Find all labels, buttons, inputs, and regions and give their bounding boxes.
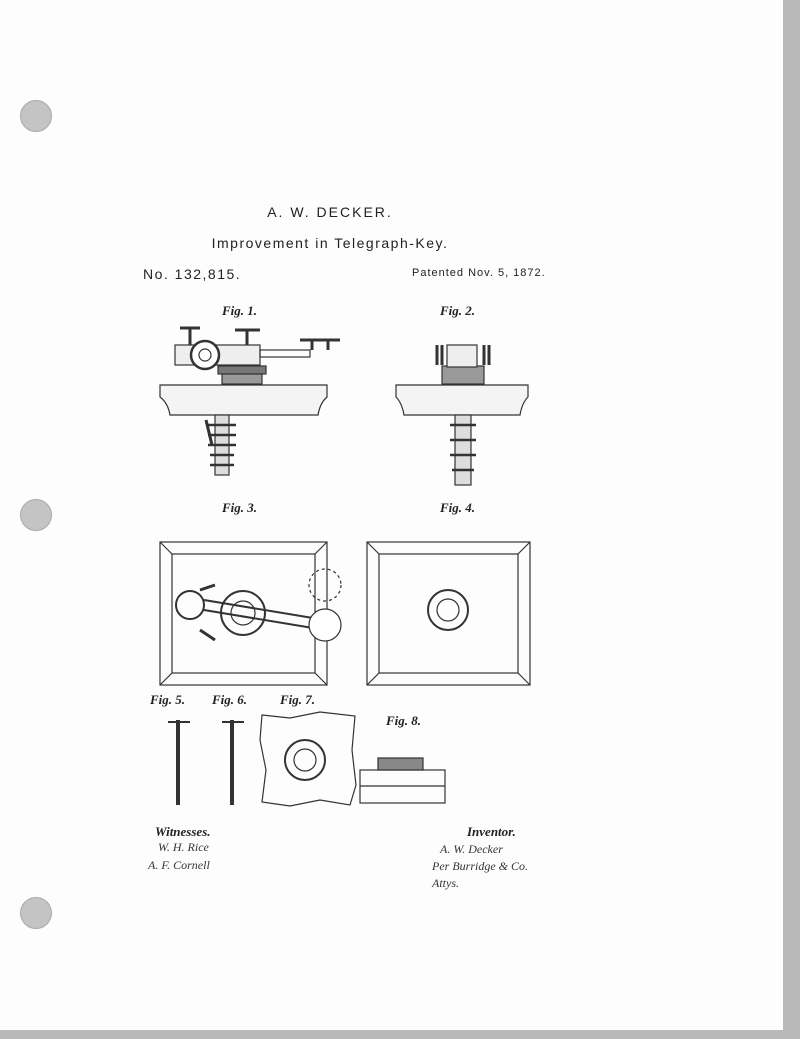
fig-4-drawing — [366, 541, 531, 686]
punch-hole — [20, 100, 52, 132]
patent-number: No. 132,815. — [143, 266, 242, 282]
inventor-name: A. W. DECKER. — [267, 204, 393, 220]
witnesses-heading: Witnesses. — [155, 824, 211, 839]
fig-3-label: Fig. 3. — [222, 500, 258, 515]
fig-8-drawing — [359, 757, 446, 804]
patent-drawings — [159, 326, 531, 807]
fig-7-label: Fig. 7. — [280, 692, 316, 707]
fig-3-drawing — [159, 541, 342, 686]
fig-7-drawing — [259, 711, 357, 807]
patent-date: Patented Nov. 5, 1872. — [412, 267, 546, 279]
inventor-signature: A. W. Decker — [440, 842, 503, 856]
fig-4-label: Fig. 4. — [440, 500, 476, 515]
fig-6-label: Fig. 6. — [212, 692, 248, 707]
attorney-signature: Per Burridge & Co. — [432, 859, 528, 873]
fig-1-drawing — [159, 326, 340, 476]
punch-hole — [20, 897, 52, 929]
fig-8-label: Fig. 8. — [386, 713, 422, 728]
fig-5-label: Fig. 5. — [150, 692, 186, 707]
fig-5-6-drawing — [168, 720, 244, 805]
fig-2-drawing — [395, 344, 529, 486]
patent-title: Improvement in Telegraph-Key. — [211, 235, 449, 251]
fig-1-label: Fig. 1. — [222, 303, 258, 318]
patent-sheet: A. W. DECKER. Improvement in Telegraph-K… — [0, 0, 783, 1030]
attorney-label: Attys. — [432, 876, 459, 890]
witness-signature: A. F. Cornell — [148, 858, 210, 872]
inventor-heading: Inventor. — [467, 824, 516, 839]
witness-signature: W. H. Rice — [158, 840, 209, 854]
fig-2-label: Fig. 2. — [440, 303, 476, 318]
punch-hole — [20, 499, 52, 531]
